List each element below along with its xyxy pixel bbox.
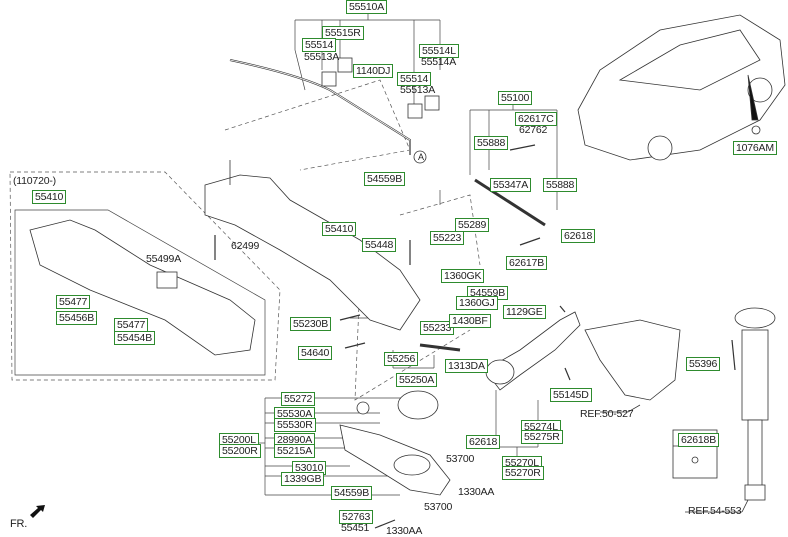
part-label[interactable]: 55530A [274, 407, 316, 421]
part-label[interactable]: 55233 [420, 321, 455, 335]
subframe-detail-box [14, 209, 266, 376]
part-label: 55451 [341, 522, 370, 534]
dashed-outlines [9, 79, 481, 401]
part-label[interactable]: 55223 [430, 231, 465, 245]
part-label[interactable]: 62618 [466, 435, 501, 449]
part-label[interactable]: 53010 [292, 461, 327, 475]
part-label: 55513A [304, 51, 340, 63]
part-label[interactable]: 55448 [362, 238, 397, 252]
part-label[interactable]: 55270R [502, 466, 544, 480]
spring-seat [397, 390, 439, 420]
part-label[interactable]: 55347A [490, 178, 532, 192]
part-label[interactable]: 55200R [219, 444, 261, 458]
bushing [321, 71, 337, 87]
detail-crossmember [29, 219, 256, 356]
part-label[interactable]: 55530R [274, 418, 316, 432]
part-label[interactable]: 55250A [396, 373, 438, 387]
part-label[interactable]: 1313DA [445, 359, 488, 373]
part-label[interactable]: 1140DJ [353, 64, 394, 78]
part-label[interactable]: 62617B [506, 256, 548, 270]
part-label[interactable]: 55514 [302, 38, 337, 52]
part-label[interactable]: 1076AM [733, 141, 777, 155]
part-label: 1330AA [386, 525, 423, 537]
part-label: 53700 [446, 453, 475, 465]
part-label[interactable]: 1430BF [449, 314, 491, 328]
reference-label[interactable]: REF.50-527 [580, 408, 634, 420]
part-label[interactable]: 1360GK [441, 269, 485, 283]
part-label[interactable]: 54640 [298, 346, 333, 360]
part-label[interactable]: 62617C [515, 112, 557, 126]
part-label: 55514A [421, 56, 457, 68]
part-label[interactable]: 28990A [274, 433, 316, 447]
part-label[interactable]: 55510A [346, 0, 388, 14]
part-label[interactable]: 55410 [322, 222, 357, 236]
part-label[interactable]: 55289 [455, 218, 490, 232]
rear-knuckle [584, 319, 681, 401]
front-arrow-icon [30, 505, 45, 518]
part-label[interactable]: 55515R [322, 26, 364, 40]
shock-absorber [734, 307, 776, 501]
callout-a-circle-top [413, 150, 427, 164]
rear-crossmember [204, 174, 421, 331]
part-label[interactable]: 55272 [281, 392, 316, 406]
part-label[interactable]: 55410 [32, 190, 67, 204]
part-label[interactable]: 55888 [543, 178, 578, 192]
part-label[interactable]: 55230B [290, 317, 332, 331]
reference-label[interactable]: REF.54-553 [688, 505, 742, 517]
part-label[interactable]: 55215A [274, 444, 316, 458]
part-label: 55513A [400, 84, 436, 96]
part-label[interactable]: 55145D [550, 388, 592, 402]
front-indicator-label: FR. [10, 518, 28, 530]
part-label[interactable]: 55477 [56, 295, 91, 309]
part-label[interactable]: 55396 [686, 357, 721, 371]
part-label[interactable]: 1360GJ [456, 296, 498, 310]
part-label[interactable]: 55275R [521, 430, 563, 444]
vehicle-illustration [577, 14, 786, 161]
part-label[interactable]: 1129GE [503, 305, 546, 319]
part-label[interactable]: 54559B [331, 486, 373, 500]
part-label: 1330AA [458, 486, 495, 498]
part-label[interactable]: 62618 [561, 229, 596, 243]
part-label[interactable]: 54559B [364, 172, 406, 186]
part-label: 62499 [231, 240, 260, 252]
part-label: 62762 [519, 124, 548, 136]
part-label[interactable]: 55514L [419, 44, 459, 58]
variant-note: (110720-) [13, 175, 56, 187]
part-label[interactable]: 55454B [114, 331, 156, 345]
part-label[interactable]: 55477 [114, 318, 149, 332]
part-label: 55499A [146, 253, 182, 265]
part-label[interactable]: 1339GB [281, 472, 325, 486]
part-label[interactable]: 55888 [474, 136, 509, 150]
part-label: 53700 [424, 501, 453, 513]
part-label[interactable]: 55514 [397, 72, 432, 86]
part-label[interactable]: 55456B [56, 311, 98, 325]
lower-control-arm [339, 424, 451, 496]
part-label[interactable]: 55256 [384, 352, 419, 366]
part-label[interactable]: 52763 [339, 510, 374, 524]
part-label[interactable]: 62618B [678, 433, 720, 447]
callout-a-circle-bottom [356, 401, 370, 415]
part-label[interactable]: 55100 [498, 91, 533, 105]
callout-a-label: A [418, 152, 424, 162]
